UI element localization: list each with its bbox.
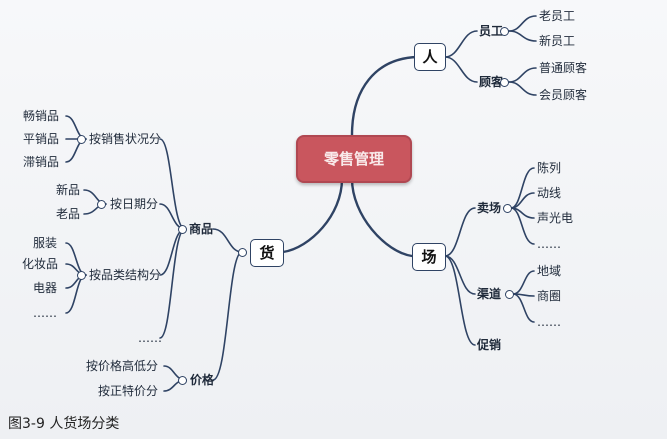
- subgroup-product-more: ……: [138, 331, 162, 345]
- leaf-cosmetics: 化妆品: [22, 257, 59, 271]
- subgroup-by-sales[interactable]: 按销售状况分: [89, 132, 162, 146]
- leaf-electronics: 电器: [33, 281, 58, 295]
- people-group-staff[interactable]: 员工: [479, 24, 504, 38]
- figure-caption: 图3-9 人货场分类: [8, 416, 120, 432]
- collapse-toggle-icon[interactable]: [503, 204, 512, 213]
- leaf-channel-more: ……: [537, 315, 561, 329]
- subgroup-by-price-level: 按价格高低分: [86, 359, 159, 373]
- venue-group-channel[interactable]: 渠道: [477, 287, 502, 301]
- leaf-store-av: 声光电: [537, 211, 574, 225]
- people-group-customer[interactable]: 顾客: [479, 75, 504, 89]
- leaf-store-flow: 动线: [537, 186, 562, 200]
- leaf-customer-regular: 普通顾客: [539, 61, 588, 75]
- leaf-store-more: ……: [537, 237, 561, 251]
- subgroup-by-date[interactable]: 按日期分: [110, 197, 159, 211]
- leaf-old-product: 老品: [56, 207, 81, 221]
- collapse-toggle-icon[interactable]: [77, 135, 86, 144]
- leaf-channel-region: 地域: [537, 264, 562, 278]
- collapse-toggle-icon[interactable]: [178, 225, 187, 234]
- leaf-staff-old: 老员工: [539, 9, 576, 23]
- leaf-staff-new: 新员工: [539, 34, 576, 48]
- branch-people[interactable]: 人: [414, 43, 446, 71]
- leaf-store-display: 陈列: [537, 161, 562, 175]
- collapse-toggle-icon[interactable]: [238, 248, 247, 257]
- venue-group-promo[interactable]: 促销: [477, 338, 502, 352]
- leaf-customer-member: 会员顾客: [539, 88, 588, 102]
- venue-group-store[interactable]: 卖场: [477, 201, 502, 215]
- leaf-clothing: 服装: [33, 236, 58, 250]
- leaf-new-product: 新品: [56, 183, 81, 197]
- root-node[interactable]: 零售管理: [296, 135, 412, 183]
- branch-goods[interactable]: 货: [250, 239, 284, 267]
- subgroup-by-category[interactable]: 按品类结构分: [89, 268, 162, 282]
- leaf-slow-seller: 滞销品: [23, 155, 60, 169]
- goods-group-price[interactable]: 价格: [190, 373, 215, 387]
- leaf-bestseller: 畅销品: [23, 109, 60, 123]
- collapse-toggle-icon[interactable]: [500, 27, 509, 36]
- collapse-toggle-icon[interactable]: [97, 200, 106, 209]
- subgroup-by-regular-special: 按正特价分: [98, 384, 159, 398]
- leaf-category-more: ……: [33, 306, 57, 320]
- collapse-toggle-icon[interactable]: [500, 78, 509, 87]
- goods-group-product[interactable]: 商品: [189, 222, 214, 236]
- collapse-toggle-icon[interactable]: [505, 290, 514, 299]
- branch-venue[interactable]: 场: [412, 243, 446, 271]
- collapse-toggle-icon[interactable]: [77, 271, 86, 280]
- collapse-toggle-icon[interactable]: [178, 376, 187, 385]
- leaf-average-seller: 平销品: [23, 132, 60, 146]
- leaf-channel-district: 商圈: [537, 289, 562, 303]
